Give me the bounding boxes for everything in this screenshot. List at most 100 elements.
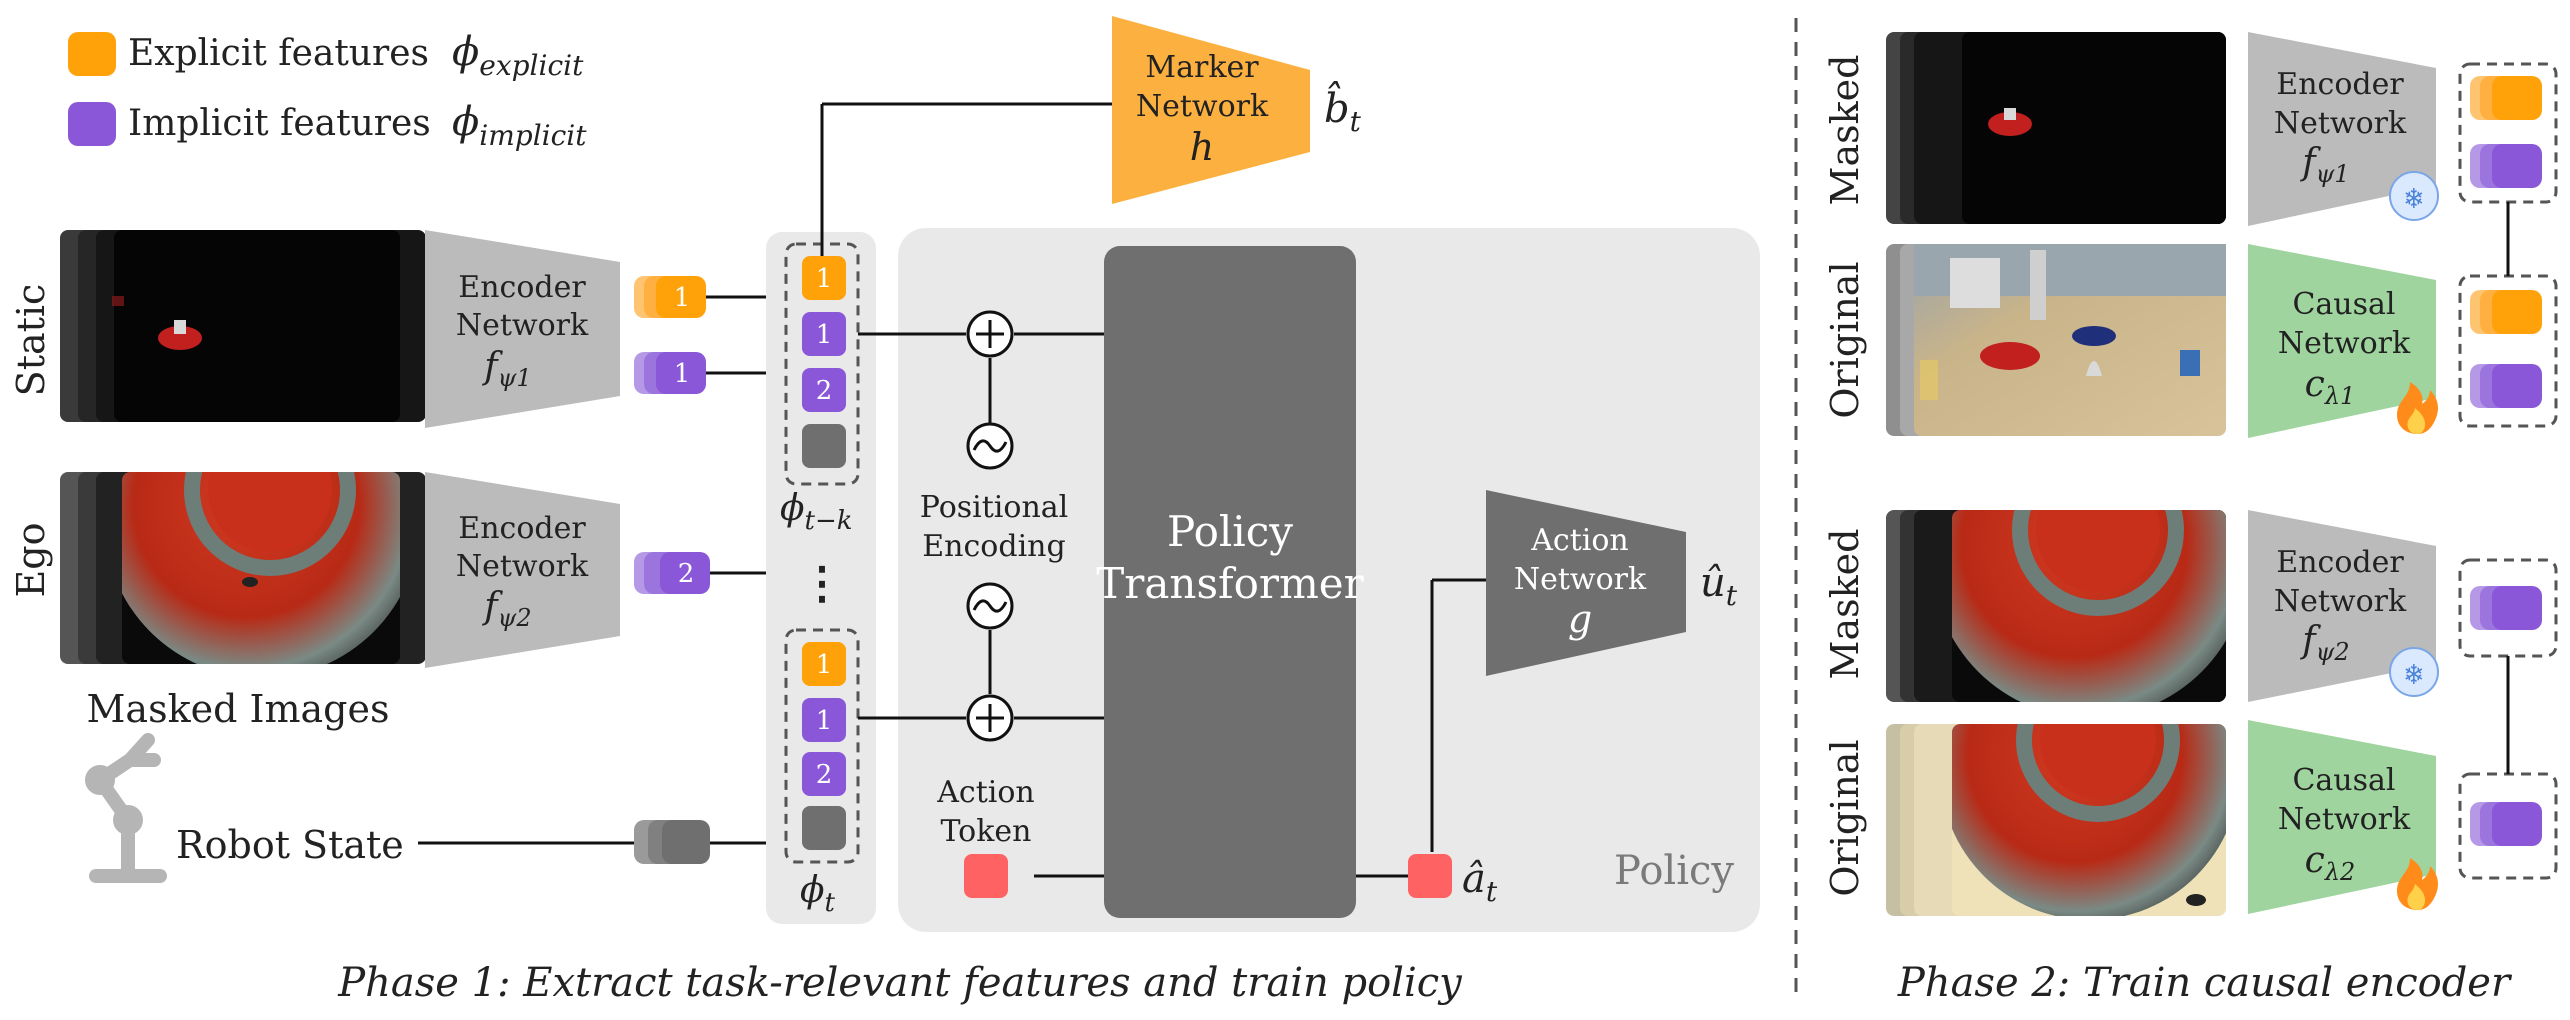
snowflake-icon-2: ❄ xyxy=(2389,647,2439,697)
svg-text:Marker: Marker xyxy=(1145,50,1259,85)
svg-text:Encoder: Encoder xyxy=(458,270,586,305)
svg-text:Encoder: Encoder xyxy=(2276,545,2404,580)
policy-transformer: Policy Transformer xyxy=(1096,246,1365,918)
masked-images-caption: Masked Images xyxy=(87,687,390,731)
policy-connectors xyxy=(858,332,1486,878)
svg-text:Network: Network xyxy=(456,308,589,343)
action-network: Action Network g xyxy=(1486,490,1686,676)
feature-ellipsis: ⋮ xyxy=(800,558,844,609)
a-hat-output: ât xyxy=(1462,856,1498,908)
p2-ego-original-image xyxy=(1886,724,2226,916)
positional-sine-icon-bottom xyxy=(966,582,1014,630)
legend-implicit-label: Implicit features xyxy=(128,103,431,144)
phase1-caption: Phase 1: Extract task-relevant features … xyxy=(337,960,1463,1006)
row-label-static: Static xyxy=(9,284,53,397)
p2-features-causal2 xyxy=(2458,772,2558,880)
svg-text:2: 2 xyxy=(816,760,833,790)
svg-text:Network: Network xyxy=(2274,584,2407,619)
p2-features-encoder2 xyxy=(2458,558,2558,658)
snowflake-icon-1: ❄ xyxy=(2389,171,2439,221)
action-token-label-2: Token xyxy=(941,814,1032,849)
p2-static-masked-image xyxy=(1886,32,2226,224)
p2-encoder-network-2: Encoder Network fψ2 xyxy=(2248,510,2436,702)
feature-group-t: 1 1 2 xyxy=(784,628,860,864)
svg-text:1: 1 xyxy=(674,283,691,313)
policy-label: Policy xyxy=(1614,848,1734,894)
svg-text:❄: ❄ xyxy=(2405,657,2423,692)
ego-implicit-token: 2 xyxy=(634,552,710,594)
b-hat-output: b̂t xyxy=(1324,82,1362,138)
fire-icon-1 xyxy=(2396,382,2438,434)
svg-text:Encoder: Encoder xyxy=(458,511,586,546)
ego-masked-image xyxy=(60,472,426,664)
svg-text:Action: Action xyxy=(1530,523,1629,558)
positional-encoding-label: Positional xyxy=(920,490,1069,525)
encoder-network-2: Encoder Network fψ2 xyxy=(425,472,620,668)
svg-text:h: h xyxy=(1190,125,1214,169)
p2-causal-network-1: Causal Network cλ1 xyxy=(2248,244,2436,438)
static-explicit-token: 1 xyxy=(634,276,706,318)
static-masked-image xyxy=(60,230,426,422)
svg-text:Network: Network xyxy=(2278,326,2411,361)
adder-bottom xyxy=(966,694,1014,742)
svg-text:1: 1 xyxy=(816,264,833,294)
legend-explicit-symbol: ϕexplicit xyxy=(452,29,584,82)
svg-text:Network: Network xyxy=(1136,89,1269,124)
svg-text:Network: Network xyxy=(2274,106,2407,141)
svg-text:cλ1: cλ1 xyxy=(2305,364,2356,410)
svg-text:Network: Network xyxy=(1514,562,1647,597)
phi-t-minus-k-label: ϕt−k xyxy=(780,488,853,536)
svg-text:cλ2: cλ2 xyxy=(2305,840,2356,886)
p2-row-label-masked-1: Masked xyxy=(1823,55,1867,206)
svg-text:1: 1 xyxy=(674,359,691,389)
svg-text:1: 1 xyxy=(816,650,833,680)
legend-explicit-label: Explicit features xyxy=(128,33,429,74)
p2-features-causal1 xyxy=(2458,274,2558,428)
svg-text:Causal: Causal xyxy=(2292,763,2395,798)
positional-encoding-label-2: Encoding xyxy=(922,529,1065,564)
svg-text:Network: Network xyxy=(2278,802,2411,837)
feature-column-panel xyxy=(766,232,876,924)
phase2-caption: Phase 2: Train causal encoder xyxy=(1897,960,2513,1006)
svg-text:Transformer: Transformer xyxy=(1096,559,1364,608)
p2-causal-network-2: Causal Network cλ2 xyxy=(2248,720,2436,914)
legend-implicit-symbol: ϕimplicit xyxy=(452,99,587,152)
p2-row-label-original-1: Original xyxy=(1823,261,1867,418)
p2-encoder-network-1: Encoder Network fψ1 xyxy=(2248,32,2436,226)
robot-state-token xyxy=(634,820,710,864)
row-label-ego: Ego xyxy=(9,523,53,598)
svg-text:2: 2 xyxy=(678,559,695,589)
svg-text:2: 2 xyxy=(816,376,833,406)
legend-explicit-swatch xyxy=(68,32,116,76)
legend-implicit-swatch xyxy=(68,102,116,146)
u-hat-output: ût xyxy=(1700,560,1738,612)
a-hat-token xyxy=(1408,854,1452,898)
svg-text:Encoder: Encoder xyxy=(2276,67,2404,102)
svg-text:g: g xyxy=(1568,597,1592,641)
legend: Explicit features ϕexplicit Implicit fea… xyxy=(68,29,587,152)
svg-text:❄: ❄ xyxy=(2405,181,2423,216)
p2-features-encoder1 xyxy=(2458,62,2558,204)
svg-text:1: 1 xyxy=(816,706,833,736)
adder-top xyxy=(966,310,1014,358)
p2-row-label-original-2: Original xyxy=(1823,739,1867,896)
svg-text:Policy: Policy xyxy=(1167,507,1293,556)
p2-row-label-masked-2: Masked xyxy=(1823,529,1867,680)
fire-icon-2 xyxy=(2396,858,2438,910)
marker-connector xyxy=(820,102,1112,256)
marker-network: Marker Network h xyxy=(1112,16,1310,204)
p2-static-original-image xyxy=(1886,244,2226,436)
positional-sine-icon-top xyxy=(966,422,1014,470)
svg-text:Causal: Causal xyxy=(2292,287,2395,322)
robot-arm-icon xyxy=(85,733,167,883)
svg-text:1: 1 xyxy=(816,320,833,350)
p2-ego-masked-image xyxy=(1886,510,2226,702)
action-token xyxy=(964,854,1008,898)
static-implicit-token: 1 xyxy=(634,352,706,394)
action-token-label: Action xyxy=(936,775,1035,810)
encoder-network-1: Encoder Network fψ1 xyxy=(425,230,620,428)
phi-t-label: ϕt xyxy=(800,870,836,918)
robot-state-label: Robot State xyxy=(176,823,404,867)
svg-text:Network: Network xyxy=(456,549,589,584)
